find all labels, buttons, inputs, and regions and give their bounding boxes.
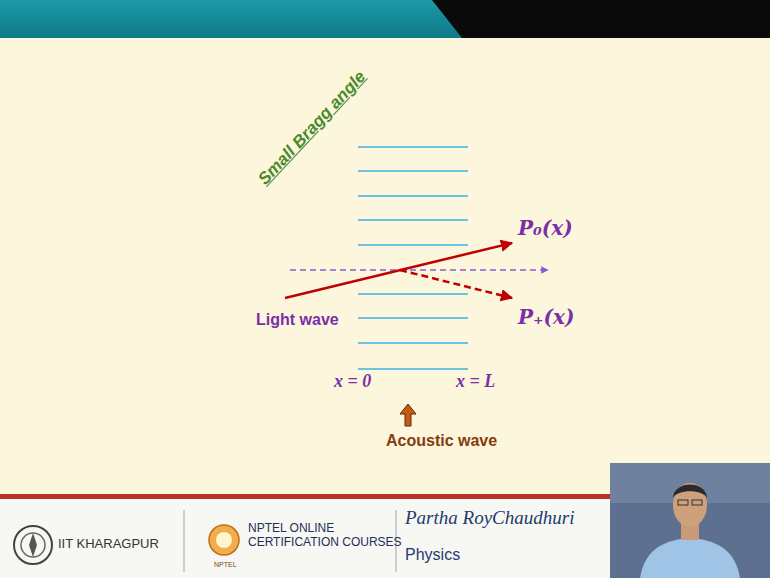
position-label: x = L [456,371,495,392]
iit-logo [14,526,52,564]
position-label: x = 0 [334,371,371,392]
diffracted-beam [400,270,512,298]
power-label: P₊(x) [518,306,574,329]
course-name: NPTEL ONLINE CERTIFICATION COURSES [248,522,428,550]
top-bar-dark [432,0,770,38]
axis-arrow [290,269,548,271]
lecturer-name: Partha RoyChaudhuri [405,507,574,529]
logo-caption: NPTEL [214,561,237,569]
power-label: P₀(x) [518,217,573,240]
light-beam [285,243,512,298]
institute-name: IIT KHARAGPUR [58,537,159,552]
top-bar [0,0,770,38]
acoustic-arrow [400,404,416,426]
nptel-logo [209,525,239,555]
subject-name: Physics [405,546,460,564]
wave-label: Acoustic wave [386,432,497,450]
slide-heading: Small Bragg angle [254,67,369,189]
presenter-video [610,463,770,578]
beam-label: Light wave [256,311,339,329]
footer-divider [184,510,185,572]
